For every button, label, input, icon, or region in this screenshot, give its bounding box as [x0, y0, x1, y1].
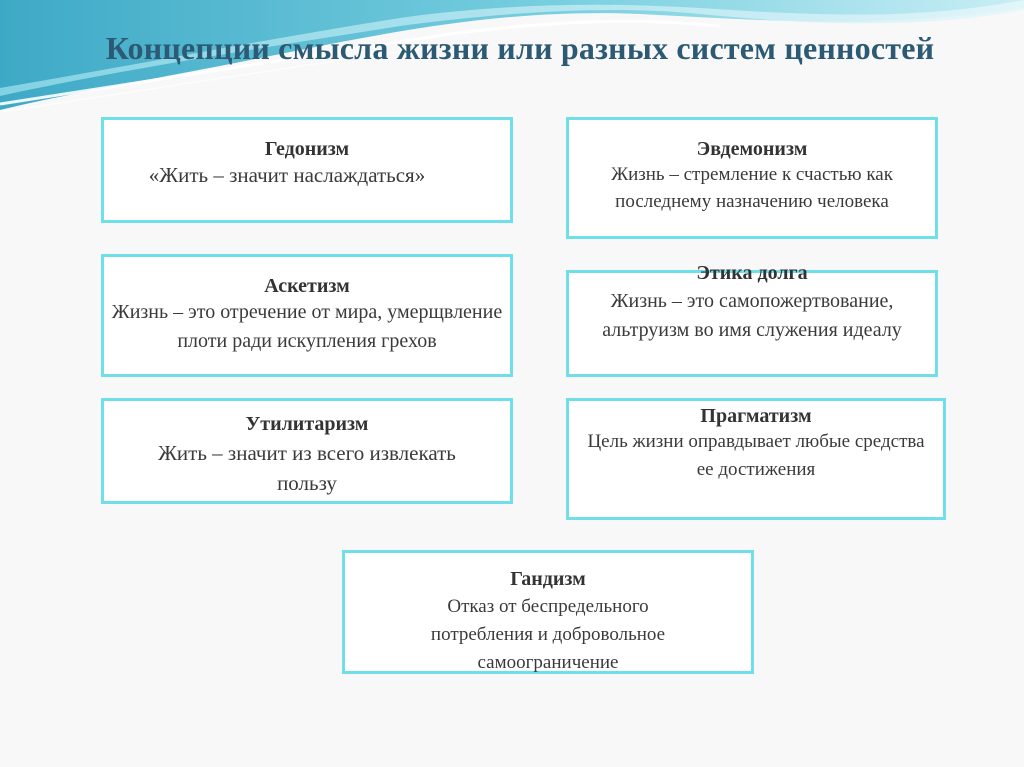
concept-description: Жить – значит из всего извлекать пользу [158, 441, 456, 495]
concept-box-duty-ethics: Этика долга Жизнь – это самопожертвовани… [566, 262, 938, 377]
concept-box-hedonism: Гедонизм «Жить – значит наслаждаться» [101, 117, 513, 223]
concept-box-gandhism: Гандизм Отказ от беспредельного потребле… [342, 550, 754, 674]
header-wave-decoration [0, 0, 1024, 113]
slide-title: Концепции смысла жизни или разных систем… [105, 30, 935, 66]
concept-name: Гедонизм [264, 138, 350, 160]
concept-name: Этика долга [696, 262, 808, 284]
concept-box-utilitarianism: Утилитаризм Жить – значит из всего извле… [101, 398, 513, 504]
concept-name: Аскетизм [264, 275, 350, 297]
concept-name: Прагматизм [700, 405, 812, 427]
concept-description: Отказ от беспредельного потребления и до… [430, 596, 666, 673]
concept-name: Утилитаризм [245, 413, 369, 435]
concept-description: Цель жизни оправдывает любые средства ее… [587, 431, 925, 480]
concept-name: Эвдемонизм [696, 138, 808, 160]
concept-name: Гандизм [510, 568, 586, 590]
concept-box-asceticism: Аскетизм Жизнь – это отречение от мира, … [101, 254, 513, 377]
concept-box-eudemonism: Эвдемонизм Жизнь – стремление к счастью … [566, 117, 938, 239]
concept-box-pragmatism: Прагматизм Цель жизни оправдывает любые … [566, 398, 946, 520]
concept-description: Жизнь – стремление к счастью как последн… [611, 164, 893, 212]
concept-description: Жизнь – это самопожертвование, альтруизм… [602, 290, 902, 341]
concept-description: Жизнь – это отречение от мира, умерщвлен… [111, 301, 503, 352]
concept-description: «Жить – значит наслаждаться» [148, 163, 426, 187]
